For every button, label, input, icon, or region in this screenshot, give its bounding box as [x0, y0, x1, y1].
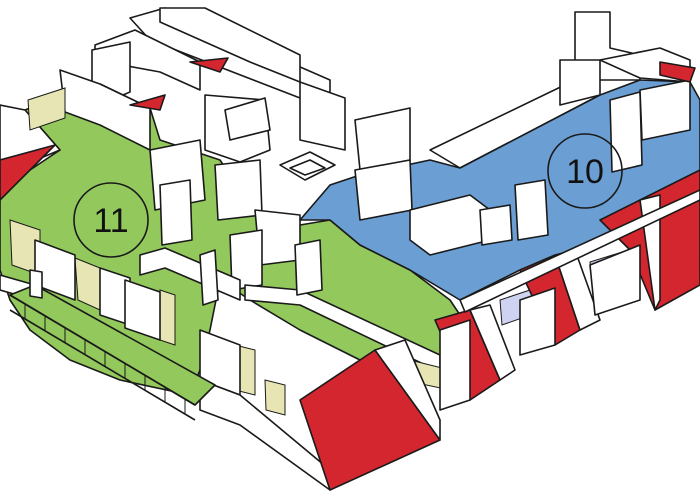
balcony-railing [9, 269, 216, 421]
facade-walls [439, 189, 700, 411]
unit-label-11-text: 11 [93, 202, 128, 240]
stairwell [224, 97, 336, 181]
unit-label-10-text: 10 [566, 153, 604, 191]
unit-10-floor [299, 59, 700, 301]
unit-label-10[interactable]: 10 [547, 133, 623, 209]
unit-label-11[interactable]: 11 [73, 182, 149, 258]
